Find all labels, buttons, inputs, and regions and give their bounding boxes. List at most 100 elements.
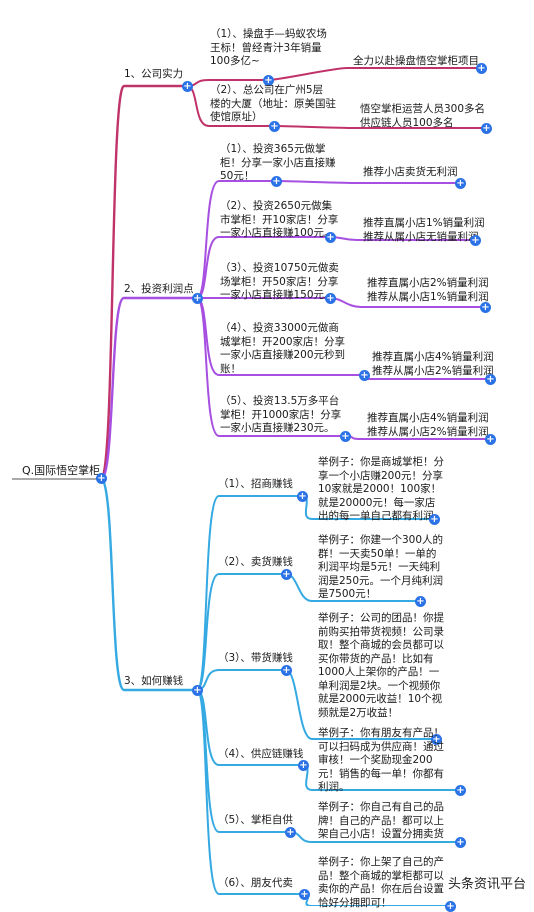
topic-node-line: （1）、操盘手—蚂蚁农场 [210,28,327,40]
topic-node-line: 柜！分享一家小店直接赚 [220,156,336,169]
topic-node: （3）、投资10750元做卖场掌柜！开50家店！分享一家小店直接赚150元。 [220,262,339,303]
detail-expand-icon[interactable]: + [455,178,466,189]
detail-node-line: 推荐从属小店2%销量利润 [372,364,494,377]
topic-expand-icon[interactable]: + [325,293,336,304]
detail-expand-icon[interactable]: + [455,785,466,796]
topic-node-line: 一家小店直接赚150元。 [220,289,335,301]
branch-label-2: 2、投资利润点 [124,283,194,297]
branch-1-expand-icon[interactable]: + [182,81,193,92]
connector-line [99,84,187,481]
branch-3-expand-icon[interactable]: + [192,685,203,696]
topic-node-line: 一家小店直接赚200元秒到 [220,349,346,361]
detail-node: 推荐直属小店4%销量利润推荐从属小店2%销量利润 [367,412,489,439]
detail-node-line: 举例子：你建一个300人的 [318,534,444,546]
topic-node: （6）、朋友代卖 [218,877,293,891]
topic-node-line: 账！ [220,362,241,375]
topic-expand-icon[interactable]: + [269,121,280,132]
detail-node-line: 架自己小店！设置分拥卖货 [318,828,444,840]
detail-node: 推荐直属小店2%销量利润推荐从属小店1%销量利润 [367,277,489,304]
topic-node-line: 市掌柜！开10家店！分享 [220,213,339,226]
topic-expand-icon[interactable]: + [299,889,310,900]
detail-node-line: 举例子：你是商城掌柜！分 [318,456,444,468]
topic-expand-icon[interactable]: + [340,431,351,442]
detail-node-line: 举例子：你自己有自己的品 [318,801,444,813]
connector-line [196,573,286,691]
topic-node: （2）、卖货赚钱 [218,556,293,570]
topic-node-line: 一家小店直接赚100元。 [220,227,335,239]
topic-node: （5）、掌柜自供 [218,814,293,828]
connector-line [99,477,197,692]
detail-node-line: 举例子：你上架了自己的产 [318,856,444,868]
detail-node-line: 推荐小店卖货无利润 [363,166,458,178]
detail-expand-icon[interactable]: + [480,302,491,313]
topic-expand-icon[interactable]: + [285,827,296,838]
topic-expand-icon[interactable]: + [271,176,282,187]
detail-expand-icon[interactable]: + [429,514,440,525]
detail-node-line: 恰好分拥即可！ [318,896,392,909]
branch-label-1: 1、公司实力 [124,68,183,82]
detail-expand-icon[interactable]: + [485,434,496,445]
detail-node-line: 单利润是2块。一个视频你 [318,679,441,692]
detail-node: 举例子：你建一个300人的群！一天卖50单！一单的利润平均是5元！一天纯利润是2… [318,534,443,602]
detail-node-line: 元！销售的每一单！你都有 [318,767,444,780]
watermark-text: 头条资讯平台 [447,877,526,892]
topic-expand-icon[interactable]: + [281,665,292,676]
detail-node-line: 举例子：你有朋友有产品！ [318,727,444,739]
detail-node: 全力以赴操盘悟空掌柜项目 [353,55,479,69]
topic-expand-icon[interactable]: + [325,232,336,243]
detail-node: 推荐直属小店1%销量利润推荐从属小店无销量利润 [363,217,485,244]
detail-node-line: 买你带货的产品！比如有 [318,652,434,665]
detail-node-line: 频就是2万收益！ [318,706,399,719]
topic-node-line: （1）、招商赚钱 [218,478,293,490]
topic-node-line: （2）、总公司在广州5层 [210,84,324,96]
detail-node-line: 供应链人员100多名 [360,116,454,129]
detail-expand-icon[interactable]: + [481,123,492,134]
branch-2-expand-icon[interactable]: + [192,293,203,304]
detail-expand-icon[interactable]: + [445,901,456,912]
detail-node-line: 10家就是2000！100家！ [318,483,442,495]
detail-node: 举例子：你自己有自己的品牌！自己的产品！都可以上架自己小店！设置分拥卖货 [318,801,444,842]
topic-node-line: （4）、投资33000元做商 [220,322,339,334]
detail-node-line: 审核！一个奖励现金200 [318,754,433,766]
topic-node-line: （5）、掌柜自供 [218,814,293,826]
topic-node-line: 50元！ [220,170,255,182]
branch-label-3: 3、如何赚钱 [124,675,183,689]
topic-node-line: （2）、卖货赚钱 [218,556,293,568]
detail-expand-icon[interactable]: + [476,63,487,74]
topic-node-line: 楼的大厦（地址：原美国驻 [210,97,336,110]
topic-expand-icon[interactable]: + [298,760,309,771]
detail-node-line: 推荐直属小店4%销量利润 [367,412,489,424]
topic-node-line: （1）、投资365元做掌 [220,143,326,155]
detail-node-line: 享一个小店赚200元！分享 [318,469,444,482]
topic-node-line: （5）、投资13.5万多平台 [220,395,340,407]
topic-expand-icon[interactable]: + [281,569,292,580]
detail-expand-icon[interactable]: + [485,374,496,385]
root-expand-icon[interactable]: + [96,473,107,484]
topic-node-line: （6）、朋友代卖 [218,877,293,889]
connector-line [196,689,304,895]
detail-expand-icon[interactable]: + [470,235,481,246]
detail-node-line: 利润平均是5元！一天纯利 [318,561,441,573]
topic-expand-icon[interactable]: + [263,75,274,86]
topic-node: （2）、总公司在广州5层楼的大厦（地址：原美国驻使馆原址） [210,84,336,125]
detail-expand-icon[interactable]: + [415,596,426,607]
branch-label-3-line: 3、如何赚钱 [124,675,184,687]
topic-node-line: （4）、供应链赚钱 [218,748,304,760]
connector-line [196,669,286,691]
detail-node-line: 群！一天卖50单！一单的 [318,547,437,560]
topic-expand-icon[interactable]: + [359,370,370,381]
detail-node-line: 前购买拍带货视频！公司录 [318,625,444,638]
topic-node-line: 王标！曾经青汁3年销量 [210,41,322,54]
topic-node: （3）、带货赚钱 [218,652,293,666]
connector-line [267,67,481,81]
detail-node-line: 举例子：公司的团品！你提 [318,612,444,624]
detail-expand-icon[interactable]: + [455,837,466,848]
topic-expand-icon[interactable]: + [297,491,308,502]
detail-node-line: 卖你的产品！你在后台设置 [318,883,444,895]
detail-expand-icon[interactable]: + [431,734,442,745]
